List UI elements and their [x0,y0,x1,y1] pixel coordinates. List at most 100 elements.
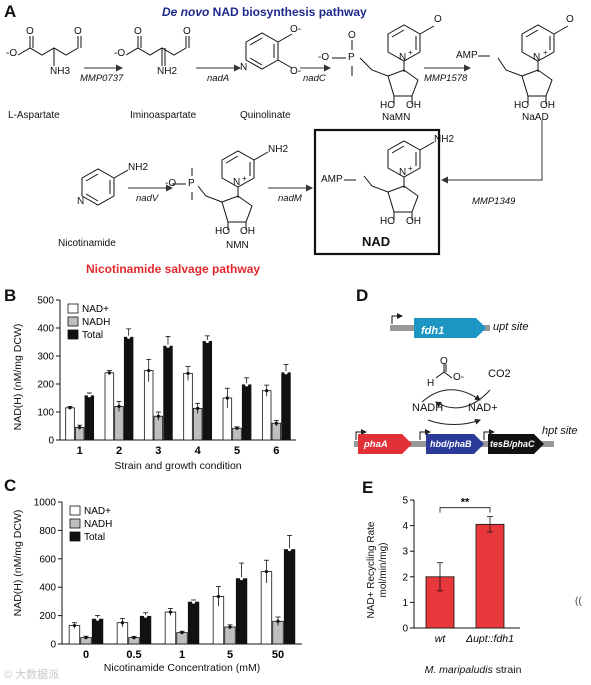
atom-label: N [399,52,407,63]
bar [183,372,193,441]
enzyme-nadm: nadM [278,193,302,204]
atom-label: + [408,164,413,173]
data-point [265,389,269,393]
data-point [84,636,88,640]
atom-label: HO [215,226,230,237]
compound-quinolinate: Quinolinate [240,110,291,121]
data-point [186,371,190,375]
y-tick-label: 200 [39,611,56,622]
enzyme-nadc: nadC [303,73,326,84]
watermark: © 大数据派 [4,669,60,681]
compound-naad: NaAD [522,112,549,123]
atom-label: N [533,52,541,63]
atom-label: AMP [456,50,478,61]
compound-iminoaspartate: Iminoaspartate [130,110,197,121]
enzyme-mmp1349: MMP1349 [472,196,516,207]
legend-label: Total [82,330,103,341]
x-tick-label: 4 [195,445,202,457]
y-tick-label: 500 [37,296,54,307]
data-point [127,335,131,339]
enzyme-nadv: nadV [136,193,159,204]
data-point [235,426,239,430]
data-point [245,383,249,387]
hbd-phab-gene [426,434,484,454]
compound-namn: NaMN [382,112,411,123]
y-tick-label: 1 [402,598,408,609]
bar [65,407,75,441]
panel-a-label: A [4,2,17,21]
legend-swatch [67,303,79,314]
data-point [228,625,232,629]
data-point [225,396,229,400]
data-point [78,425,82,429]
data-point [284,371,288,375]
panel-d-label: D [356,286,369,305]
x-tick-label: 1 [179,649,185,661]
bar [224,626,236,645]
compound-nad: NAD [362,234,391,249]
phaa-gene [358,434,412,454]
atom-label: AMP [321,174,343,185]
y-tick-label: 400 [37,324,54,335]
side-mark: (( [575,596,582,607]
x-tick-label: 5 [227,649,233,661]
bar [475,523,505,629]
legend-swatch [69,518,81,529]
salvage-title: Nicotinamide salvage pathway [86,262,261,276]
fdh1-label: fdh1 [421,325,445,337]
nadh-label: NADH [412,402,444,414]
de-novo-title: De novo NAD biosynthesis pathway [162,5,367,19]
atom-label: OH [406,100,421,111]
y-tick-label: 800 [39,526,56,537]
construct-diagram [354,313,554,454]
data-point [196,406,200,410]
significance-bracket [439,507,491,513]
data-point [87,394,91,398]
data-point [68,406,72,410]
bar [176,632,188,645]
y-tick-label: 200 [37,380,54,391]
chart-b-x-axis-label: Strain and growth condition [114,460,242,472]
data-point [205,339,209,344]
compound-nicotinamide: Nicotinamide [58,238,116,249]
compound-l-aspartate: L-Aspartate [8,110,60,121]
hpt-site-label: hpt site [542,425,578,437]
y-tick-label: 4 [402,521,408,532]
bar [202,341,213,441]
bar [425,576,455,629]
data-point [180,631,184,635]
atom-label: NH2 [268,144,289,155]
atom-label: NH2 [128,162,149,173]
bar [123,336,134,441]
atom-label: N [240,62,248,73]
x-tick-label: Δupt::fdh1 [465,633,514,645]
atom-label: HO [514,100,529,111]
x-tick-label: 6 [273,445,279,457]
legend-label: NADH [82,317,110,328]
atom-label: O [348,30,356,41]
bar [91,618,104,645]
formate-o-minus: O- [453,372,465,383]
atom-label: + [408,48,413,57]
atom-label: N [399,167,407,178]
bar [163,345,173,441]
legend-swatch [69,505,81,516]
data-point [120,621,125,625]
data-point [191,600,196,604]
y-tick-label: 3 [402,547,408,558]
legend-swatch [67,329,79,340]
data-point [276,619,280,623]
y-tick-label: 1000 [34,498,57,509]
bar [104,372,115,441]
atom-label: N [77,196,85,207]
compound-nmn: NMN [226,240,249,251]
data-point [95,617,100,621]
upt-site-label: upt site [493,321,529,333]
atom-label: HO [380,216,395,227]
bar [232,427,242,441]
atom-label: OH [540,100,555,111]
y-tick-label: 100 [37,408,54,419]
atom-label: HO [380,100,395,111]
